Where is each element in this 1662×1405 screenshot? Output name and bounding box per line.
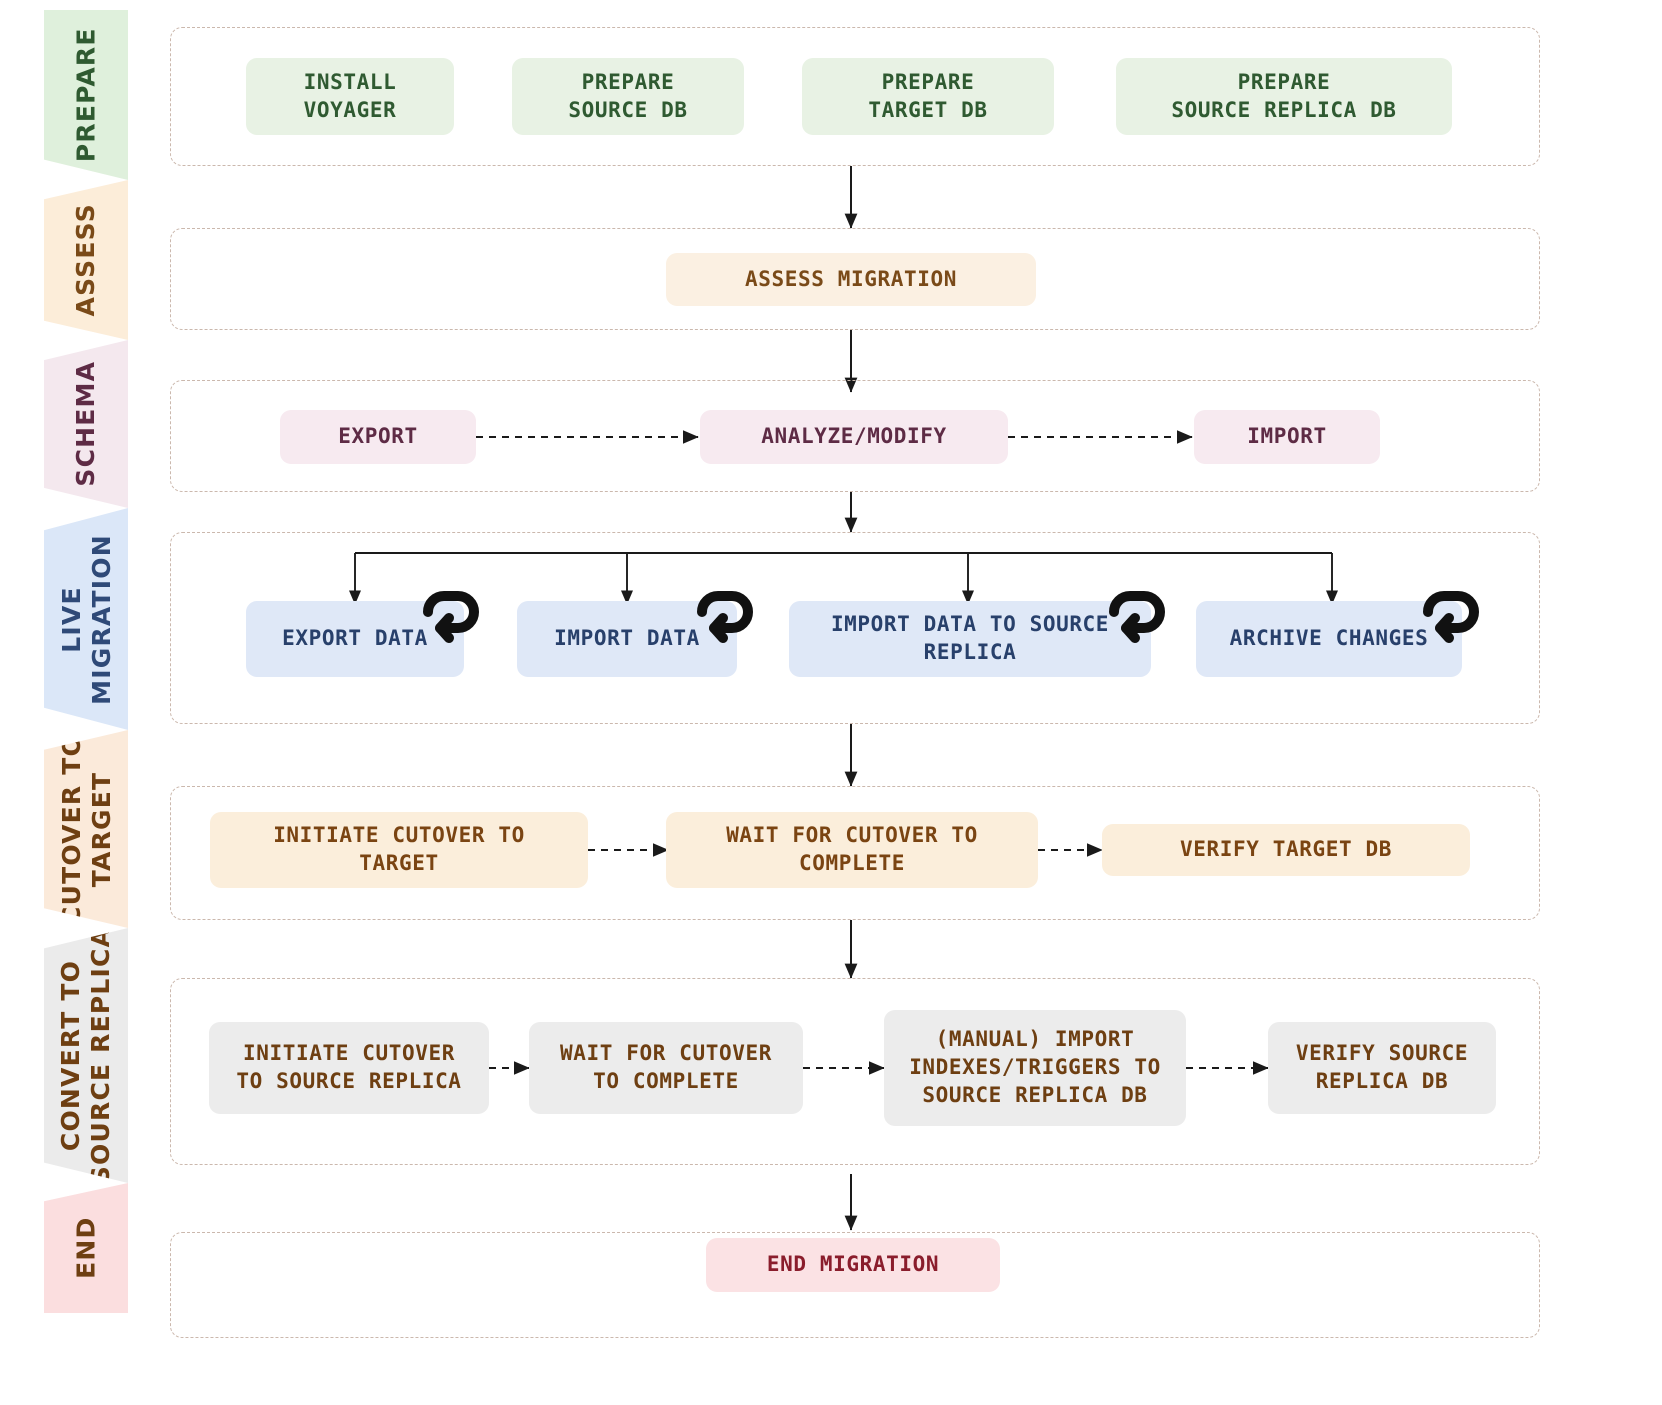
phase-band-cutover: CUTOVER TO TARGET	[44, 730, 128, 928]
node-prepare-source-db[interactable]: PREPARE SOURCE DB	[512, 58, 744, 135]
node-install-voyager[interactable]: INSTALL VOYAGER	[246, 58, 454, 135]
panel-assess	[170, 228, 1540, 330]
panel-prepare	[170, 27, 1540, 166]
node-manual-import-indexes-triggers[interactable]: (MANUAL) IMPORT INDEXES/TRIGGERS TO SOUR…	[884, 1010, 1186, 1126]
node-prepare-target-db[interactable]: PREPARE TARGET DB	[802, 58, 1054, 135]
node-archive-changes[interactable]: ARCHIVE CHANGES	[1196, 601, 1462, 677]
phase-band-end: END	[44, 1183, 128, 1313]
phase-label-cutover-to-target: CUTOVER TO TARGET	[56, 733, 116, 925]
node-wait-for-cutover-to-complete-2[interactable]: WAIT FOR CUTOVER TO COMPLETE	[529, 1022, 803, 1114]
phase-band-prepare: PREPARE	[44, 10, 128, 180]
node-prepare-source-replica-db[interactable]: PREPARE SOURCE REPLICA DB	[1116, 58, 1452, 135]
phase-band-schema: SCHEMA	[44, 340, 128, 508]
node-verify-source-replica-db[interactable]: VERIFY SOURCE REPLICA DB	[1268, 1022, 1496, 1114]
phase-label-end: END	[71, 1216, 101, 1280]
phase-label-schema: SCHEMA	[71, 361, 101, 487]
node-import-data-to-source-replica[interactable]: IMPORT DATA TO SOURCE REPLICA	[789, 601, 1151, 677]
panel-cutover-to-target	[170, 786, 1540, 920]
phase-label-live-migration: LIVE MIGRATION	[56, 533, 116, 705]
node-wait-for-cutover-to-complete[interactable]: WAIT FOR CUTOVER TO COMPLETE	[666, 812, 1038, 888]
phase-label-convert-to-source-replica: CONVERT TO SOURCE REPLICA	[56, 928, 116, 1183]
node-import-data[interactable]: IMPORT DATA	[517, 601, 737, 677]
node-schema-import[interactable]: IMPORT	[1194, 410, 1380, 464]
panel-convert-to-source-replica	[170, 978, 1540, 1165]
node-end-migration[interactable]: END MIGRATION	[706, 1238, 1000, 1292]
phase-band-convert: CONVERT TO SOURCE REPLICA	[44, 928, 128, 1183]
node-verify-target-db[interactable]: VERIFY TARGET DB	[1102, 824, 1470, 876]
node-initiate-cutover-to-source-replica[interactable]: INITIATE CUTOVER TO SOURCE REPLICA	[209, 1022, 489, 1114]
panel-live-migration	[170, 532, 1540, 724]
phase-label-prepare: PREPARE	[71, 27, 101, 163]
panel-end	[170, 1232, 1540, 1338]
phase-rail: PREPARE ASSESS SCHEMA LIVE MIGRATION CUT…	[44, 0, 128, 1405]
node-initiate-cutover-to-target[interactable]: INITIATE CUTOVER TO TARGET	[210, 812, 588, 888]
node-schema-analyze-modify[interactable]: ANALYZE/MODIFY	[700, 410, 1008, 464]
phase-label-assess: ASSESS	[71, 203, 101, 317]
node-export-data[interactable]: EXPORT DATA	[246, 601, 464, 677]
panel-schema	[170, 380, 1540, 492]
node-schema-export[interactable]: EXPORT	[280, 410, 476, 464]
phase-band-assess: ASSESS	[44, 180, 128, 340]
node-assess-migration[interactable]: ASSESS MIGRATION	[666, 253, 1036, 306]
phase-band-live: LIVE MIGRATION	[44, 508, 128, 730]
